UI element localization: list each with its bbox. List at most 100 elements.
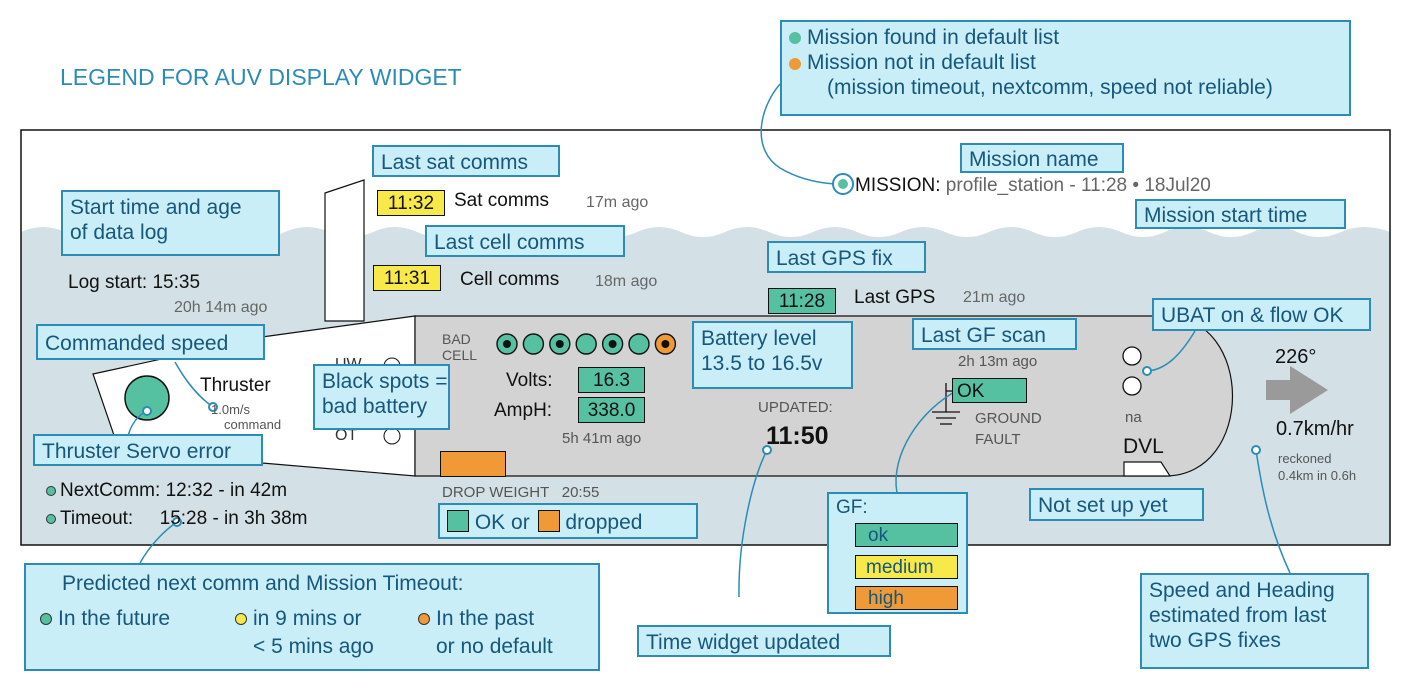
bad-cell-spot	[555, 340, 564, 348]
ubat-top-icon	[1122, 346, 1142, 366]
heading-arrow-icon	[1266, 366, 1328, 414]
cell-time-chip: 11:31	[373, 265, 441, 291]
sat-comms-label: Sat comms	[454, 190, 550, 211]
ubat-callout: UBAT on & flow OK	[1152, 298, 1371, 331]
antenna-mast	[324, 179, 365, 322]
predicted-callout: Predicted next comm and Mission Timeout:	[24, 563, 600, 671]
battery-age: 5h 41m ago	[562, 430, 642, 447]
speed-heading-line1: Speed and Heading	[1149, 579, 1335, 602]
bad-cell-line1: BAD	[442, 331, 471, 347]
speed-heading-callout: Speed and Heading estimated from last tw…	[1140, 573, 1369, 669]
mission-start-callout: Mission start time	[1135, 199, 1346, 229]
drop-ok-swatch	[447, 510, 469, 532]
fin-ot-label: OT	[335, 427, 358, 444]
gf-legend-title: GF:	[836, 497, 868, 518]
predict-future: In the future	[40, 608, 170, 629]
volts-label: Volts:	[506, 370, 553, 391]
amph-label: AmpH:	[494, 400, 553, 421]
dvl-shape	[1123, 461, 1172, 477]
timeout-line: Timeout: 15:28 - in 3h 38m	[46, 509, 308, 528]
battery-level-callout: Battery level 13.5 to 16.5v	[692, 321, 853, 389]
thruster-label: Thruster	[200, 375, 271, 396]
bad-cell-spot	[661, 340, 670, 348]
speed-value: 0.7km/hr	[1276, 418, 1354, 440]
cell-comms-callout: Last cell comms	[425, 225, 625, 257]
gf-status: OK	[952, 378, 1027, 403]
gps-label: Last GPS	[854, 287, 936, 308]
predict-soon: in 9 mins or	[235, 608, 362, 629]
battery-cells	[496, 333, 677, 355]
updated-time: 11:50	[766, 422, 829, 450]
drop-weight-callout: OK or dropped	[438, 503, 698, 539]
battery-cell	[575, 333, 597, 355]
gps-age: 21m ago	[963, 289, 1026, 306]
cell-comms-label: Cell comms	[460, 269, 560, 290]
battery-cell	[628, 333, 650, 355]
dvl-callout: Not set up yet	[1029, 488, 1204, 521]
nextcomm-label: NextComm:	[60, 480, 161, 501]
predict-past-line2: or no default	[436, 635, 553, 658]
spots-line1: Black spots =	[322, 370, 448, 393]
mission-line: MISSION: profile_station - 11:28 • 18Jul…	[855, 176, 1211, 195]
log-start-callout: Start time and age of data log	[61, 190, 280, 256]
log-callout-line2: of data log	[70, 221, 169, 245]
page-title: LEGEND FOR AUV DISPLAY WIDGET	[60, 64, 462, 90]
updated-label: UPDATED:	[758, 399, 833, 416]
reckoned-line1: reckoned	[1278, 451, 1332, 466]
battery-level-line2: 13.5 to 16.5v	[701, 352, 823, 376]
black-spots-callout: Black spots = bad battery	[313, 364, 450, 430]
gf-level-high: high	[855, 586, 958, 610]
mission-legend-callout: Mission found in default list Mission no…	[780, 20, 1351, 116]
commanded-speed-callout: Commanded speed	[36, 324, 265, 360]
drop-dropped-swatch	[537, 510, 560, 532]
ubat-na: na	[1125, 409, 1142, 426]
thruster-servo-callout: Thruster Servo error	[33, 434, 263, 466]
battery-level-line1: Battery level	[701, 327, 817, 350]
log-start-label: Log start: 15:35	[68, 272, 201, 293]
predicted-title: Predicted next comm and Mission Timeout:	[62, 572, 464, 595]
speed-heading-line3: two GPS fixes	[1149, 629, 1281, 653]
thruster-speed: 1.0m/s	[211, 402, 251, 417]
drop-weight-indicator	[440, 451, 506, 477]
drop-ok-label: OK or	[474, 511, 530, 534]
thruster-icon	[124, 375, 170, 421]
mission-note: (mission timeout, nextcomm, speed not re…	[827, 76, 1273, 100]
nextcomm-value: 12:32 - in 42m	[165, 480, 288, 501]
gf-age: 2h 13m ago	[958, 353, 1038, 370]
time-updated-callout: Time widget updated	[637, 625, 891, 657]
predict-soon-line2: < 5 mins ago	[253, 635, 374, 658]
battery-cell	[522, 333, 545, 355]
gf-scan-callout: Last GF scan	[912, 318, 1077, 350]
bad-cell-spot	[608, 340, 617, 348]
log-callout-line1: Start time and age	[70, 196, 242, 219]
predict-past: In the past	[418, 608, 534, 629]
widget-frame	[20, 129, 1391, 546]
cell-comms-age: 18m ago	[595, 273, 658, 290]
bad-cell-line2: CELL	[442, 347, 478, 363]
fin-ot-icon	[383, 427, 401, 445]
leader-dots	[142, 366, 1261, 527]
mission-not-found-label: Mission not in default list	[807, 51, 1036, 75]
timeout-label: Timeout:	[60, 508, 134, 529]
drop-dropped-label: dropped	[565, 511, 643, 534]
gf-level-medium: medium	[855, 555, 958, 579]
bad-cell-spot	[503, 340, 511, 348]
ubat-bottom-icon	[1122, 376, 1142, 396]
drop-weight-label: DROP WEIGHT 20:55	[442, 484, 600, 501]
nextcomm-line: NextComm: 12:32 - in 42m	[46, 481, 287, 500]
reckoned-line2: 0.4km in 0.6h	[1278, 468, 1357, 483]
mission-value: profile_station - 11:28 • 18Jul20	[945, 175, 1211, 196]
mission-name-callout: Mission name	[960, 143, 1124, 173]
dvl-label: DVL	[1123, 435, 1164, 458]
amph-value: 338.0	[578, 397, 645, 423]
log-age: 20h 14m ago	[174, 299, 268, 316]
heading-degrees: 226°	[1275, 346, 1317, 368]
timeout-value: 15:28 - in 3h 38m	[159, 508, 308, 529]
speed-heading-line2: estimated from last	[1149, 604, 1327, 628]
gps-fix-callout: Last GPS fix	[767, 241, 926, 273]
sat-time-chip: 11:32	[377, 190, 445, 216]
gps-time-chip: 11:28	[768, 288, 836, 314]
thruster-command-label: command	[224, 417, 282, 432]
mission-status-icon	[838, 179, 848, 189]
